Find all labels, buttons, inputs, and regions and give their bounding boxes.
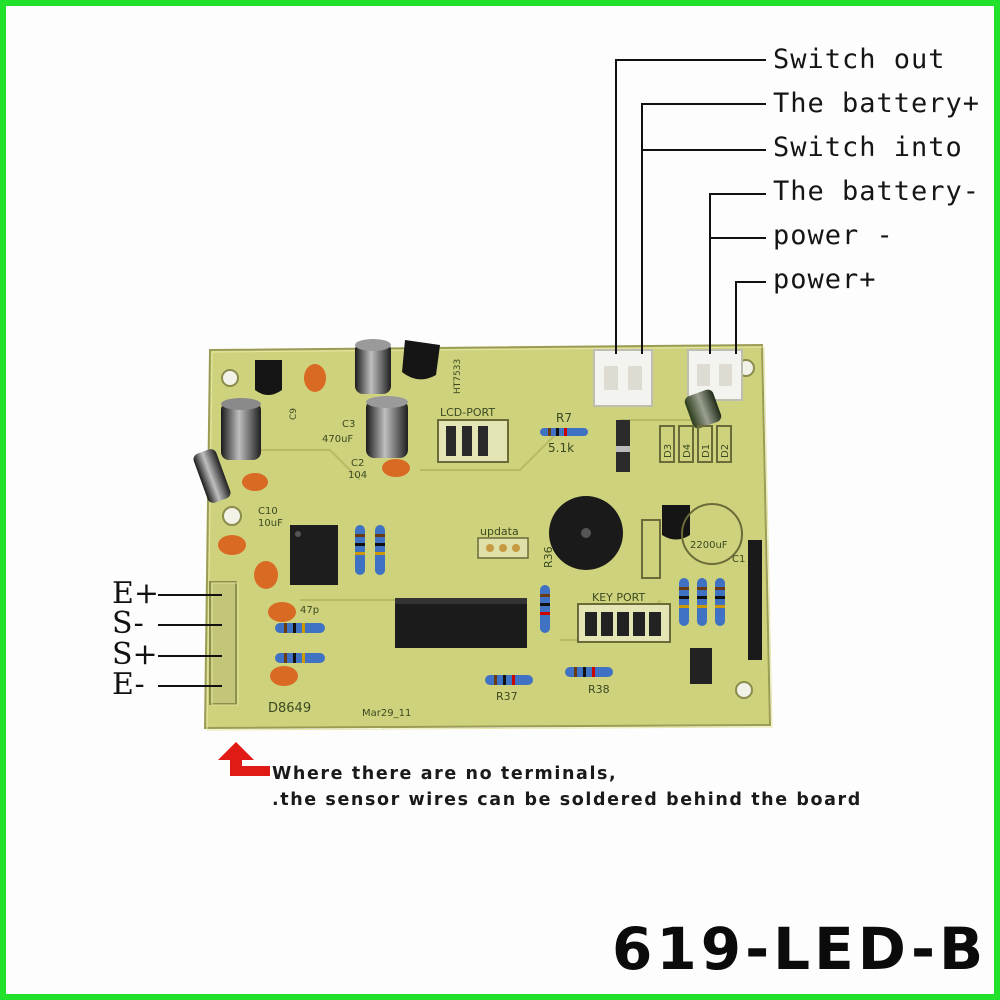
silk-r37: R37 <box>496 690 518 703</box>
silk-r38: R38 <box>588 683 610 696</box>
silk-c1: C1 <box>732 554 745 565</box>
note-line-1: Where there are no terminals, <box>272 764 618 784</box>
jumper-header <box>690 648 712 684</box>
silk-c3-value: 470uF <box>322 434 353 445</box>
label-switch-out: Switch out <box>773 44 946 75</box>
label-sensor-s-minus: S- <box>112 606 144 641</box>
silk-c10-value: 10uF <box>258 518 283 529</box>
silk-d2: D2 <box>720 444 731 458</box>
transistor <box>255 360 282 395</box>
silk-u-ref: HT7533 <box>453 359 463 394</box>
connector-switch-battery <box>593 349 653 407</box>
silk-board-code: D8649 <box>268 701 311 716</box>
model-number: 619-LED-B <box>612 915 988 983</box>
electrolytic-capacitors <box>193 339 408 503</box>
label-power-minus: power - <box>773 220 894 251</box>
label-battery-minus: The battery- <box>773 176 981 207</box>
silk-c9: C9 <box>289 408 299 420</box>
label-sensor-e-plus: E+ <box>112 576 160 611</box>
label-power-plus: power+ <box>773 264 877 295</box>
note-line-2: .the sensor wires can be soldered behind… <box>272 790 862 810</box>
label-switch-into: Switch into <box>773 132 963 163</box>
label-sensor-e-minus: E- <box>112 667 145 702</box>
ceramic-capacitors <box>218 364 410 686</box>
silk-cap-47p: 47p <box>300 605 319 616</box>
silk-date: Mar29_11 <box>362 708 411 719</box>
silk-cap-code: 104 <box>348 470 367 481</box>
mount-hole <box>735 681 753 699</box>
mount-hole <box>222 506 242 526</box>
red-arrow-icon <box>218 742 270 776</box>
silk-c3: C3 <box>342 419 355 430</box>
label-battery-plus: The battery+ <box>773 88 981 119</box>
silk-c1-value: 2200uF <box>690 540 728 551</box>
silk-lcd-port: LCD-PORT <box>440 406 495 419</box>
ic-dip16 <box>395 598 527 648</box>
sensor-leader-lines <box>158 594 222 687</box>
label-sensor-s-plus: S+ <box>112 637 158 672</box>
transistor <box>662 505 690 540</box>
resistors <box>275 428 725 685</box>
cable-strip <box>748 540 762 660</box>
silk-updata: updata <box>480 525 519 538</box>
label-leader-lines <box>615 59 766 354</box>
transistor <box>402 340 440 380</box>
mount-hole <box>221 369 239 387</box>
silk-r36: R36 <box>542 546 555 568</box>
silk-r7-value: 5.1k <box>548 441 574 455</box>
silk-key-port: KEY PORT <box>592 591 646 604</box>
silk-c10: C10 <box>258 506 278 517</box>
silk-d3: D3 <box>663 444 674 458</box>
connector-power <box>687 349 743 401</box>
silk-d4: D4 <box>682 444 693 458</box>
silk-c2: C2 <box>351 458 364 469</box>
sensor-terminal-block <box>209 581 237 705</box>
silk-r7: R7 <box>556 411 572 425</box>
silk-d1: D1 <box>701 444 712 458</box>
